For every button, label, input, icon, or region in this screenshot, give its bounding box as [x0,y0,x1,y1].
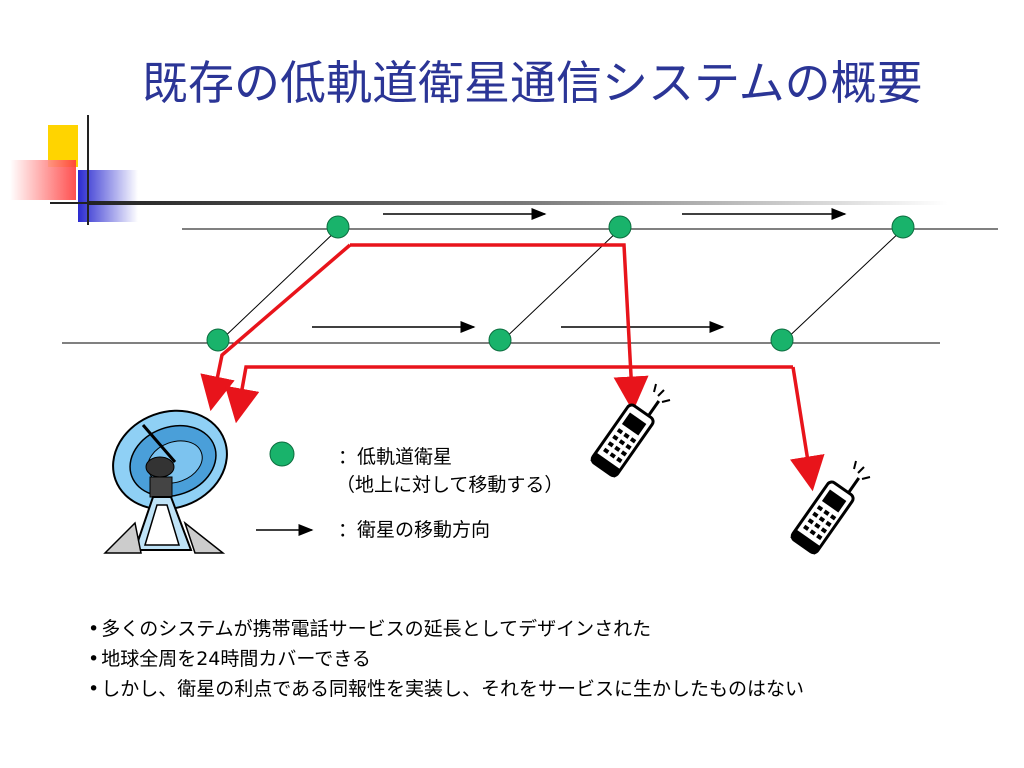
satellite-node [206,328,230,352]
satellite-node [891,215,915,239]
communication-path [224,365,793,424]
title-divider [88,201,948,205]
communication-path [789,366,825,492]
satellite-link [781,228,904,344]
satellite-node [326,215,350,239]
satellite-link [217,228,339,344]
satellite-node [608,215,632,239]
legend-satellite-label: ：低軌道衛星 [338,446,453,468]
bullet-item: 多くのシステムが携帯電話サービスの延長としてデザインされた [88,614,804,644]
satellite-link [499,228,621,344]
legend-satellite-note: （地上に対して移動する） [336,474,564,496]
corner-decoration [10,115,138,225]
communication-path [200,243,352,412]
satellite-dish-icon [103,409,228,554]
satellite-node [770,328,794,352]
mobile-phone-icon [790,460,871,555]
slide-title: 既存の低軌道衛星通信システムの概要 [142,56,923,110]
bullet-item: しかし、衛星の利点である同報性を実装し、それをサービスに生かしたものはない [88,674,804,704]
satellite-node [488,328,512,352]
legend-direction-label: ：衛星の移動方向 [338,519,491,541]
legend-satellite-symbol [269,441,295,467]
mobile-phone-icon [590,383,671,478]
satellites [206,215,915,352]
bullet-list: 多くのシステムが携帯電話サービスの延長としてデザインされた 地球全周を24時間カ… [88,614,804,704]
communication-path [350,243,649,412]
bullet-item: 地球全周を24時間カバーできる [88,644,804,674]
